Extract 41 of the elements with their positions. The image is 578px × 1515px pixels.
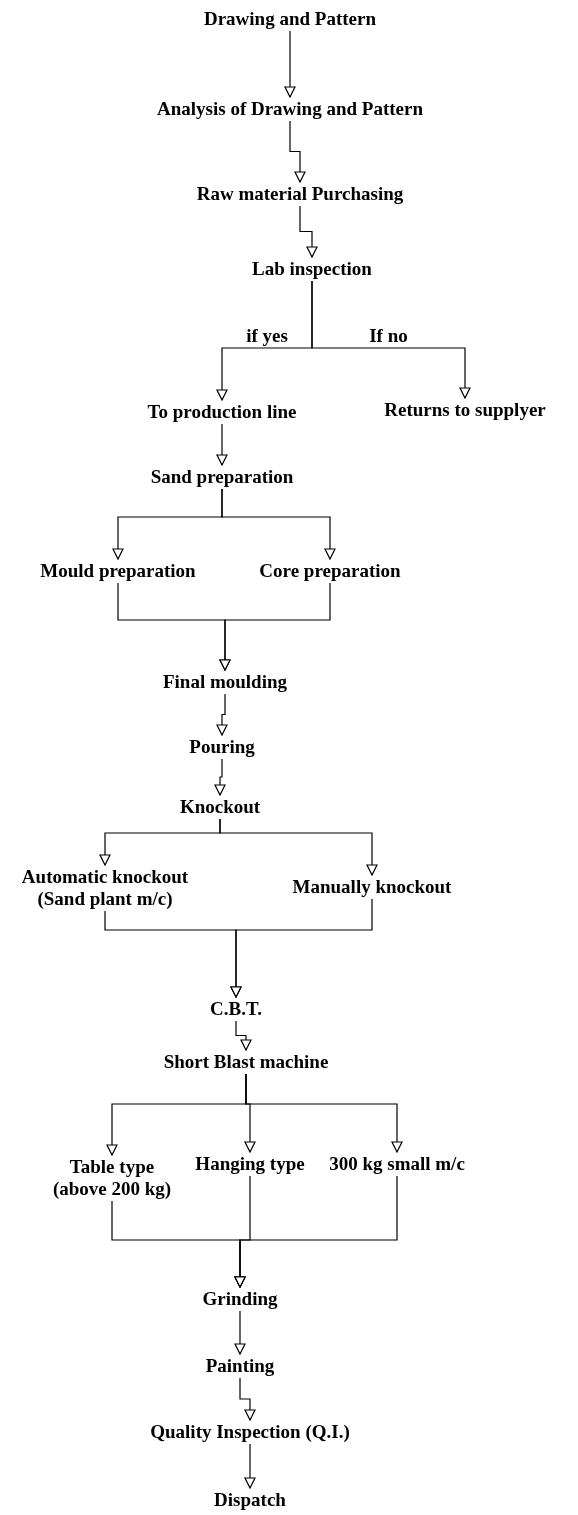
connector-arrow xyxy=(234,1175,398,1288)
step-label: Manually knockout xyxy=(292,876,452,898)
connector-arrow xyxy=(216,423,228,466)
step-label: Automatic knockout (Sand plant m/c) xyxy=(10,866,200,910)
connector-arrow xyxy=(219,582,331,671)
step-label: 300 kg small m/c xyxy=(329,1153,465,1175)
step-label: Knockout xyxy=(179,796,261,818)
connector-arrow xyxy=(245,1073,403,1153)
step-label: Raw material Purchasing xyxy=(196,183,404,205)
connector-arrow xyxy=(235,1020,252,1051)
connector-arrow xyxy=(219,818,378,876)
step-label: Analysis of Drawing and Pattern xyxy=(157,98,423,120)
step-label: Short Blast machine xyxy=(163,1051,329,1073)
step-label: Lab inspection xyxy=(252,258,372,280)
step-label: Quality Inspection (Q.I.) xyxy=(150,1421,350,1443)
step-label: Sand preparation xyxy=(150,466,294,488)
step-label: Grinding xyxy=(202,1288,278,1310)
connector-arrow xyxy=(214,758,226,796)
connector-arrow xyxy=(289,120,306,183)
step-label: Hanging type xyxy=(195,1153,305,1175)
step-label: Core preparation xyxy=(259,560,401,582)
step-label: To production line xyxy=(147,401,297,423)
step-label: Pouring xyxy=(189,736,255,758)
step-label: Final moulding xyxy=(162,671,288,693)
connector-arrow xyxy=(230,898,373,998)
connector-arrow xyxy=(299,205,318,258)
connector-arrow xyxy=(221,488,336,560)
edge-label: if yes xyxy=(244,326,290,346)
step-label: Dispatch xyxy=(214,1489,286,1511)
connector-arrow xyxy=(239,1377,256,1421)
connector-arrow xyxy=(216,693,228,736)
connector-arrow xyxy=(311,280,471,399)
step-label: Table type (above 200 kg) xyxy=(47,1156,177,1200)
connector-arrow xyxy=(244,1443,256,1489)
connector-arrow xyxy=(234,1310,246,1355)
step-label: Painting xyxy=(205,1355,275,1377)
step-label: C.B.T. xyxy=(210,998,262,1020)
step-label: Mould preparation xyxy=(40,560,196,582)
step-label: Returns to supplyer xyxy=(384,399,546,421)
connector-arrow xyxy=(284,30,296,98)
step-label: Drawing and Pattern xyxy=(203,8,377,30)
